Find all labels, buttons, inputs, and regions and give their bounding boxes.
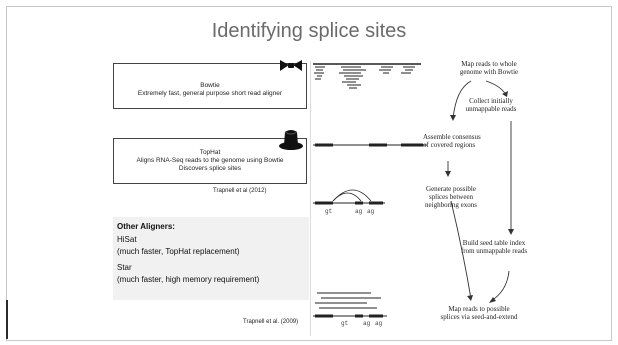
splice-label-ag-4: ag xyxy=(375,320,383,327)
other-aligners-heading: Other Aligners: xyxy=(117,222,175,231)
arrowheads xyxy=(445,91,514,303)
tophat-box: TopHat Aligns RNA-Seq reads to the genom… xyxy=(113,130,307,184)
tophat-pipeline-figure: gt ag ag gt ag ag xyxy=(310,60,531,336)
splice-label-ag-2: ag xyxy=(367,208,375,215)
aligner-star-name: Star xyxy=(117,263,132,272)
splice-label-gt-2: gt xyxy=(341,320,348,327)
seed-extend-reads xyxy=(313,292,387,318)
citation-trapnell-2012: Trapnell et al (2012) xyxy=(213,188,267,194)
splice-label-ag-1: ag xyxy=(355,208,363,215)
aligner-star-note: (much faster, high memory requirement) xyxy=(117,275,260,284)
aligner-hisat-note: (much faster, TopHat replacement) xyxy=(117,247,240,256)
bowtie-icon xyxy=(280,60,302,71)
tophat-name: TopHat xyxy=(199,149,221,156)
tophat-description: Aligns RNA-Seq reads to the genome using… xyxy=(136,157,284,164)
step-generate-splices: Generate possible splices between neighb… xyxy=(425,185,477,209)
step-collect-unmappable: Collect initially unmappable reads xyxy=(465,97,517,113)
step-map-whole-genome: Map reads to whole genome with Bowtie xyxy=(459,60,519,76)
step-seed-and-extend: Map reads to possible splices via seed-a… xyxy=(440,305,518,321)
pipeline-graphics: gt ag ag gt ag ag xyxy=(313,63,514,327)
aligner-hisat-name: HiSat xyxy=(117,235,137,244)
bowtie-description: Extremely fast, general purpose short re… xyxy=(137,90,283,97)
splice-label-gt-1: gt xyxy=(325,208,332,215)
read-pileup xyxy=(313,63,421,89)
bowtie-name: Bowtie xyxy=(200,82,220,89)
tophat-splice-note: Discovers splice sites xyxy=(178,165,242,172)
top-hat-icon xyxy=(279,130,303,150)
step-assemble-consensus: Assemble consensus of covered regions xyxy=(423,133,481,149)
splice-label-ag-3: ag xyxy=(363,320,371,327)
left-edge-bar xyxy=(6,300,8,339)
step-build-seed-table: Build seed table index from unmappable r… xyxy=(460,239,528,255)
bowtie-box: Bowtie Extremely fast, general purpose s… xyxy=(113,60,307,109)
citation-trapnell-2009: Trapnell et al. (2009) xyxy=(243,319,299,325)
other-aligners-panel: Other Aligners: HiSat (much faster, TopH… xyxy=(113,217,309,300)
slide-title: Identifying splice sites xyxy=(211,20,407,42)
possible-splices xyxy=(313,189,385,205)
